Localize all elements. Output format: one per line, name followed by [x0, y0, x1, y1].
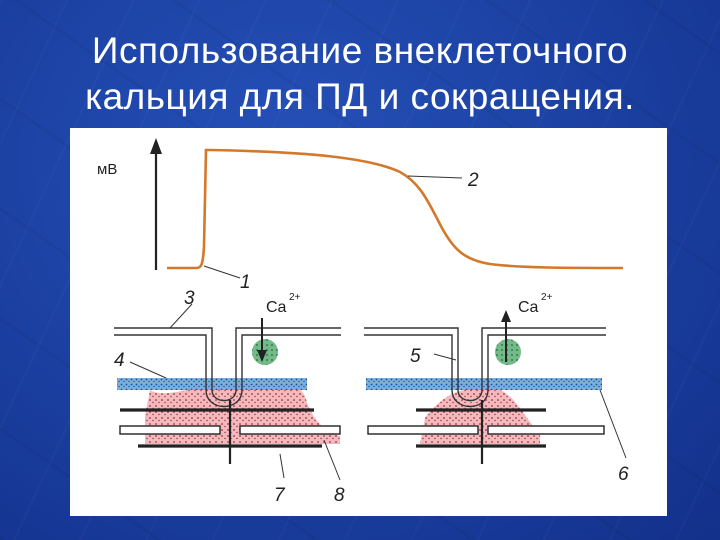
label-5: 5	[410, 346, 421, 367]
left-arrowhead	[257, 350, 267, 362]
label-1-leader	[203, 265, 241, 279]
label-4-leader	[129, 361, 167, 379]
label-3-leader	[169, 303, 193, 329]
label-1: 1	[240, 272, 251, 293]
left-filament-middle-right	[239, 425, 341, 435]
right-filament-middle-left	[367, 425, 479, 435]
right-sarcolemma-inner	[364, 334, 606, 407]
left-cell-diagram: Ca 2+ 3 4 7 8	[114, 288, 345, 506]
left-sarcolemma-outer	[114, 327, 341, 402]
left-sarcolemma-inner	[114, 334, 341, 407]
label-8-leader	[323, 439, 341, 481]
label-2-leader	[407, 175, 463, 179]
title-line-2: кальция для ПД и сокращения.	[85, 76, 635, 117]
right-membrane-dots	[366, 378, 602, 390]
slide-title: Использование внеклеточного кальция для …	[20, 28, 700, 120]
action-potential-graph: мВ 1 2	[97, 138, 624, 293]
left-calcium-charge: 2+	[289, 292, 301, 303]
label-7-leader	[279, 453, 285, 479]
right-sarcolemma-outer	[364, 327, 606, 402]
y-axis-arrow	[150, 138, 162, 154]
left-filament-middle-left	[119, 425, 221, 435]
y-axis-unit-label: мВ	[97, 161, 117, 178]
label-5-leader	[433, 353, 457, 361]
calcium-diagram: мВ 1 2	[97, 138, 629, 506]
label-7: 7	[274, 485, 286, 506]
label-3: 3	[184, 288, 195, 309]
right-arrowhead	[501, 310, 511, 322]
figure-panel: мВ 1 2	[70, 128, 667, 516]
title-line-1: Использование внеклеточного	[91, 30, 629, 71]
label-8: 8	[334, 485, 345, 506]
label-4: 4	[114, 350, 125, 371]
left-calcium-label: Ca	[266, 299, 287, 316]
label-6: 6	[618, 464, 629, 485]
right-calcium-charge: 2+	[541, 292, 553, 303]
action-potential-curve	[167, 148, 624, 270]
right-vesicle-dots	[495, 339, 521, 365]
right-calcium-label: Ca	[518, 299, 539, 316]
label-2: 2	[467, 170, 479, 191]
label-6-leader	[599, 389, 627, 459]
right-reticulum-dots	[420, 390, 540, 444]
right-filament-middle-right	[487, 425, 605, 435]
right-cell-diagram: Ca 2+ 5 6	[364, 292, 629, 485]
